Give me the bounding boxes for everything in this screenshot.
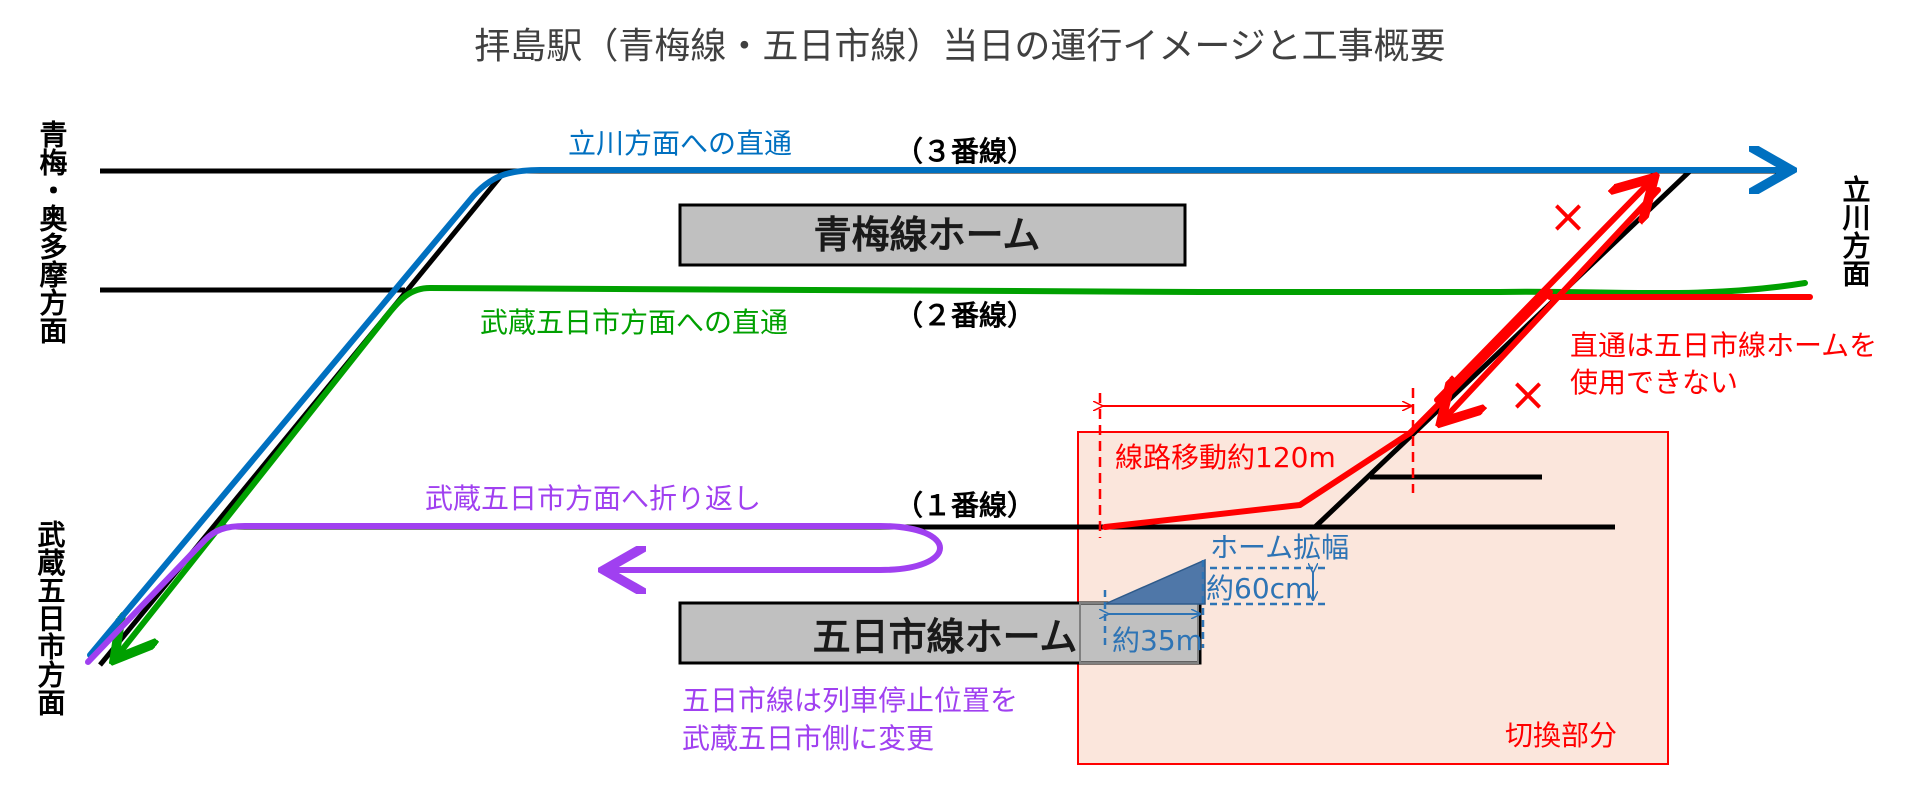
moved-track <box>1102 430 1413 530</box>
track1-label: （１番線） <box>895 489 1035 522</box>
track2-label: （２番線） <box>895 299 1035 332</box>
width-label: 約60cm <box>1206 572 1312 605</box>
track-move-label: 線路移動約120m <box>1115 441 1336 474</box>
track3-label: （３番線） <box>895 135 1035 168</box>
cross-mark-bottom: × <box>1509 367 1548 421</box>
itsukaichi-platform-label: 五日市線ホーム <box>813 615 1078 659</box>
red-arrow-up <box>1434 182 1650 403</box>
musashi-through-label: 武蔵五日市方面への直通 <box>480 306 788 339</box>
stop-change-note-line1: 五日市線は列車停止位置を <box>682 684 1018 717</box>
length-label: 約35m <box>1112 624 1203 657</box>
switch-area-label: 切換部分 <box>1505 719 1617 752</box>
ome-platform-label: 青梅線ホーム <box>814 213 1041 257</box>
cross-mark-top: × <box>1549 189 1588 243</box>
red-overlay: 線路移動約120m × × <box>1100 182 1813 538</box>
no-through-note-line1: 直通は五日市線ホームを <box>1570 329 1877 362</box>
diagram-title: 拝島駅（青梅線・五日市線）当日の運行イメージと工事概要 <box>474 26 1445 67</box>
stop-change-note-line2: 武蔵五日市側に変更 <box>682 722 934 755</box>
widening-wedge <box>1104 558 1206 605</box>
tachikawa-through-label: 立川方面への直通 <box>568 127 792 160</box>
musashi-turnback-label: 武蔵五日市方面へ折り返し <box>425 482 761 515</box>
right-diagonal <box>1313 169 1692 529</box>
red-diagonal <box>1407 289 1553 436</box>
side-label-ome: 青梅・奥多摩方面 <box>36 120 69 344</box>
platform-widening: ホーム拡幅 約60cm 約35m <box>1105 531 1349 657</box>
red-arrow-down <box>1445 187 1661 418</box>
platform-widen-label: ホーム拡幅 <box>1210 531 1349 564</box>
tachikawa-through-route <box>87 170 1785 658</box>
side-label-tachikawa: 立川方面 <box>1839 174 1872 287</box>
no-through-note-line2: 使用できない <box>1570 366 1738 399</box>
side-label-musashi: 武蔵五日市方面 <box>34 520 67 716</box>
musashi-turnback-route <box>85 523 943 665</box>
ome-platform <box>678 203 1187 267</box>
